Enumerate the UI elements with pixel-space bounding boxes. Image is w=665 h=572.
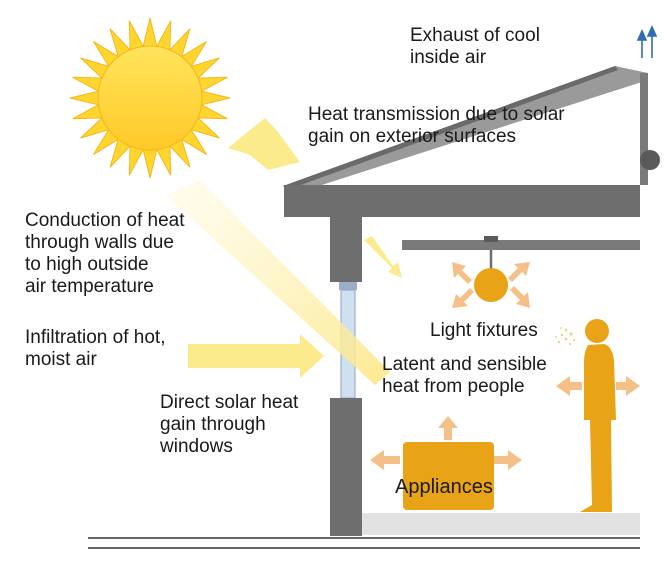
people-heat-arrows [556,376,640,396]
light-heat-arrows [452,262,530,308]
people-heat-label: Latent and sensible heat from people [382,354,547,397]
appliance-box [403,442,494,510]
conduction-arrow [364,236,402,278]
conduction-label: Conduction of heat through walls due to … [25,210,185,297]
infiltration-arrow [188,334,324,378]
window-frame-top [339,282,357,290]
light-fixture [474,268,508,302]
exhaust-fan [640,150,660,170]
ceiling-panel [402,240,640,250]
roof-slab [284,185,640,217]
light-mount [484,236,498,242]
roof-sun-arrow [228,118,300,170]
appliance-heat-arrows [370,416,522,470]
wall-lower [330,398,362,536]
appliances-label: Appliances [395,476,493,498]
window-heat-label: Direct solar heat gain through windows [160,392,299,457]
sun-icon [69,17,231,179]
breath-mist [555,327,576,346]
roof-heat-label: Heat transmission due to solar gain on e… [308,104,565,147]
infiltration-label: Infiltration of hot, moist air [25,327,166,370]
wall-upper [330,212,362,282]
exhaust-arrow-icon [636,25,658,58]
roof-edge [283,66,618,190]
roof-top [283,66,648,192]
light-fixtures-label: Light fixtures [430,320,538,341]
window-sun-beam [165,180,390,385]
floor-slab [360,513,640,535]
person-icon [580,319,616,512]
exhaust-label: Exhaust of cool inside air [410,25,540,68]
